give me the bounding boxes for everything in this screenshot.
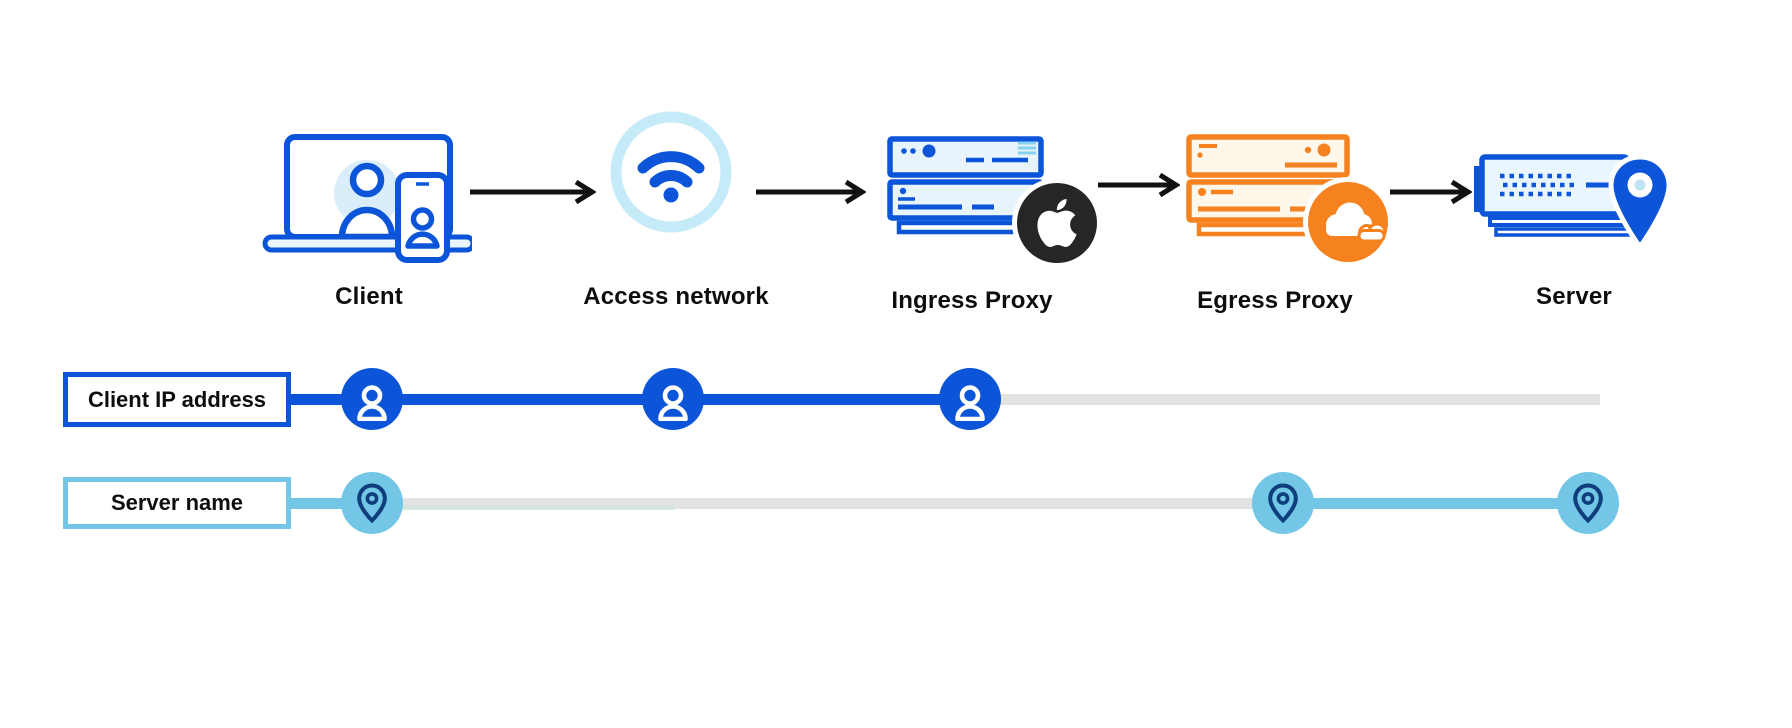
server-name-label: Server name: [110, 490, 244, 515]
stage-label-ingress-proxy: Ingress Proxy: [891, 287, 1053, 314]
user-icon: [658, 384, 688, 421]
client-devices-icon: [262, 134, 472, 263]
ingress-proxy-server-icon: [887, 136, 1046, 235]
person-marker: [939, 368, 1001, 430]
location-pin-icon: [357, 483, 387, 524]
server-name-visible-segment: [1283, 498, 1590, 509]
arrow-egress-to-server: [1390, 180, 1472, 204]
apple-logo-badge: [1017, 183, 1097, 263]
egress-proxy-server-icon: [1186, 134, 1353, 237]
cloudflare-logo-icon: [1326, 202, 1387, 243]
person-marker: [642, 368, 704, 430]
cloudflare-logo-badge: [1308, 182, 1388, 262]
stage-label-egress-proxy: Egress Proxy: [1197, 287, 1353, 314]
server-name-hidden-segment: [372, 498, 1283, 509]
location-pin-icon: [1608, 154, 1672, 252]
stage-label-access-network: Access network: [583, 283, 769, 310]
arrow-client-to-access: [470, 180, 596, 204]
arrow-ingress-to-egress: [1098, 173, 1180, 197]
client-ip-hidden-segment: [970, 394, 1600, 405]
arrow-access-to-ingress: [756, 180, 866, 204]
faint-overlay-line: [377, 506, 674, 510]
stage-label-client: Client: [335, 283, 403, 310]
client-ip-visible-segment: [286, 394, 970, 405]
pin-marker: [1557, 472, 1619, 534]
server-icon: [1474, 154, 1632, 237]
server-name-visible-segment: [286, 498, 376, 509]
pin-marker: [341, 472, 403, 534]
wifi-icon: [610, 111, 732, 233]
apple-logo-icon: [1037, 199, 1077, 248]
user-icon: [357, 384, 387, 421]
server-name-label-box: Server name: [63, 477, 291, 529]
client-ip-label: Client IP address: [87, 386, 267, 412]
client-ip-label-box: Client IP address: [63, 372, 291, 427]
location-pin-icon: [1573, 483, 1603, 524]
user-icon: [955, 384, 985, 421]
pin-marker: [1252, 472, 1314, 534]
location-pin-icon: [1268, 483, 1298, 524]
stage-label-server: Server: [1536, 283, 1612, 310]
person-marker: [341, 368, 403, 430]
